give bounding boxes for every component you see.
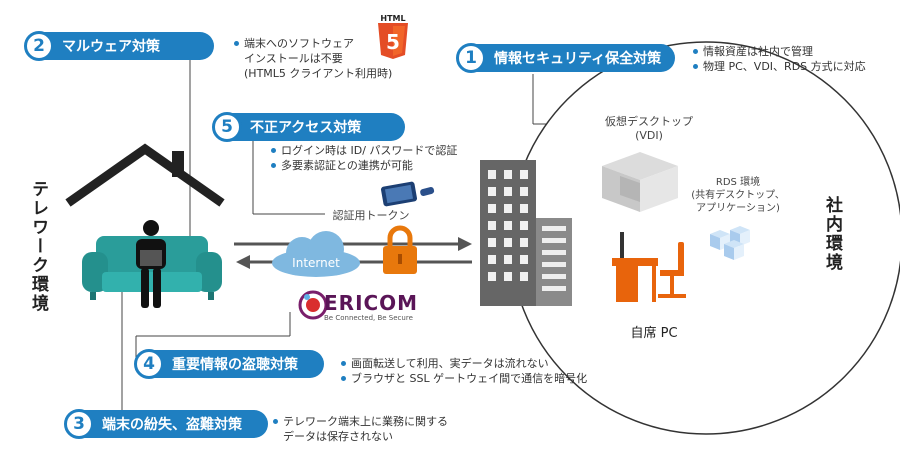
item-4-bullets: 画面転送して利用、実データは流れないブラウザと SSL ゲートウェイ間で通信を暗… (340, 356, 587, 386)
item-1-title: 情報セキュリティ保全対策 (494, 51, 662, 67)
rds-caption: RDS 環境 (共有デスクトップ、 アプリケーション) (691, 177, 785, 214)
tablet-icon (380, 181, 435, 207)
vdi-caption: 仮想デスクトップ (VDI) (605, 115, 693, 142)
vdi-cube-icon (602, 152, 678, 212)
html5-icon: HTML 5 (376, 14, 410, 60)
telework-env-label: テレワーク環境 (28, 180, 48, 313)
pc-caption: 自席 PC (630, 326, 678, 341)
building-icon (480, 160, 572, 306)
item-5-title: 不正アクセス対策 (250, 120, 362, 136)
item-3-title: 端末の紛失、盗難対策 (102, 417, 242, 433)
cloud-icon (272, 231, 360, 277)
item-5-bullets: ログイン時は ID/ パスワードで認証多要素認証との連携が可能 (270, 143, 457, 173)
item-4-title: 重要情報の盗聴対策 (172, 357, 298, 373)
house-icon (65, 143, 225, 207)
item-2-bullets: 端末へのソフトウェア インストールは不要 (HTML5 クライアント利用時) (233, 36, 392, 81)
lock-icon (383, 225, 417, 274)
item-2-title: マルウェア対策 (62, 39, 160, 55)
office-env-label: 社内環境 (822, 196, 842, 272)
desk-icon (612, 232, 658, 302)
ericom-logo: ERICOM Be Connected, Be Secure (298, 290, 438, 328)
svg-text:5: 5 (386, 30, 400, 54)
rds-cubes-icon (710, 226, 750, 260)
internet-label: Internet (292, 256, 340, 270)
arrow-to-office-icon (234, 237, 472, 251)
item-3-bullets: テレワーク端末上に業務に関する データは保存されない (272, 414, 448, 444)
item-1-bullets: 情報資産は社内で管理物理 PC、VDI、RDS 方式に対応 (692, 44, 866, 74)
person-icon (136, 220, 166, 308)
chair-icon (658, 242, 686, 298)
ericom-mark-icon (298, 290, 328, 320)
token-caption: 認証用トークン (332, 209, 410, 222)
